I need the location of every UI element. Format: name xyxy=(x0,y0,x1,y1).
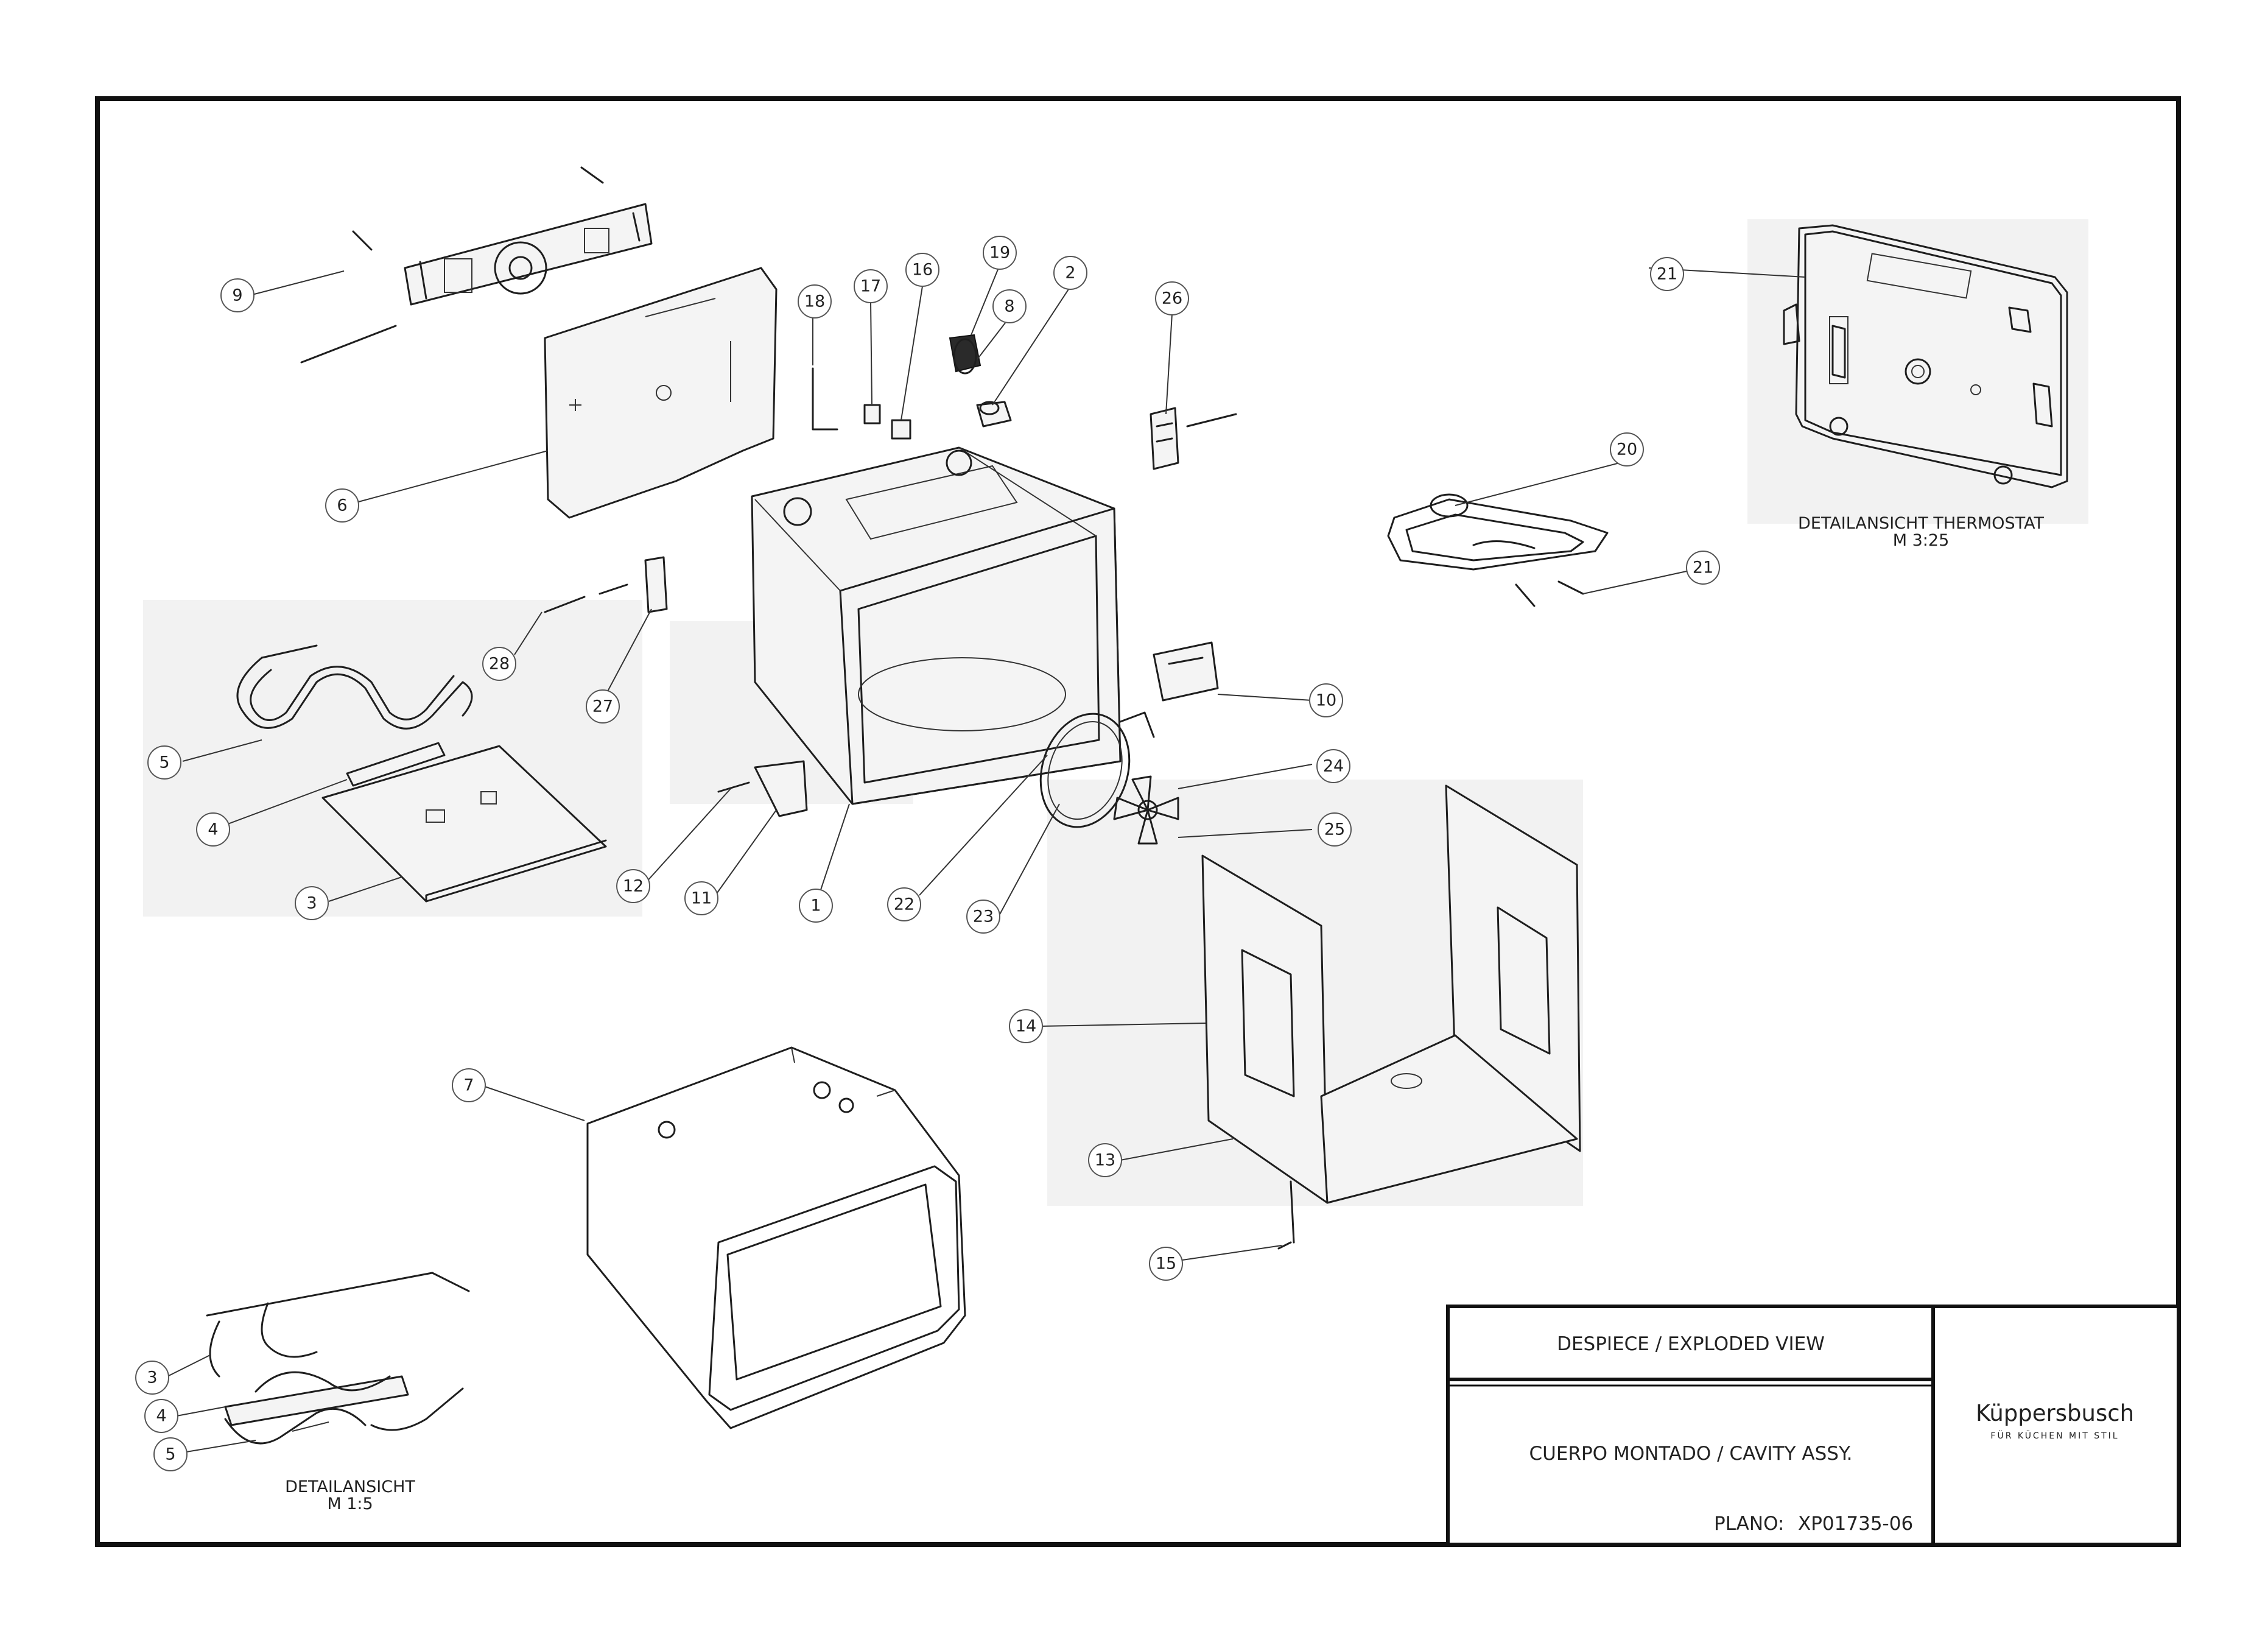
svg-text:21: 21 xyxy=(1693,558,1713,577)
svg-text:3: 3 xyxy=(147,1368,157,1387)
detail-thermostat-scale: M 3:25 xyxy=(1893,531,1950,550)
svg-text:25: 25 xyxy=(1324,820,1345,839)
callout-22: 22 xyxy=(887,887,921,921)
part-control-panel-bracket xyxy=(300,166,653,364)
svg-text:28: 28 xyxy=(489,655,510,674)
callout-2: 2 xyxy=(1053,256,1087,290)
part-terminal-block xyxy=(1153,641,1219,702)
svg-text:3: 3 xyxy=(306,894,317,913)
plan-label: PLANO: xyxy=(1714,1513,1784,1535)
svg-text:26: 26 xyxy=(1162,289,1182,308)
svg-text:19: 19 xyxy=(989,244,1010,262)
svg-text:4: 4 xyxy=(156,1407,166,1426)
part-bottom-plate xyxy=(321,745,607,903)
detail-heater-scale: M 1:5 xyxy=(327,1495,373,1513)
svg-text:16: 16 xyxy=(912,261,933,280)
svg-text:4: 4 xyxy=(208,820,218,839)
part-fan-bracket-left xyxy=(717,760,808,817)
detail-heater-drawing xyxy=(206,1272,470,1445)
brand-tagline: FÜR KÜCHEN MIT STIL xyxy=(1990,1430,2119,1441)
part-grill-element xyxy=(236,644,473,730)
callout-21-thermostat: 21 xyxy=(1650,257,1684,291)
part-oven-cavity xyxy=(751,446,1122,805)
callout-16: 16 xyxy=(905,253,939,287)
callout-1: 1 xyxy=(799,889,833,923)
svg-text:6: 6 xyxy=(337,496,347,515)
callout-18: 18 xyxy=(798,284,832,319)
callout-10: 10 xyxy=(1309,683,1343,717)
callout-24: 24 xyxy=(1316,749,1350,783)
callout-3-detail: 3 xyxy=(135,1361,169,1395)
callout-11: 11 xyxy=(684,881,718,915)
svg-text:11: 11 xyxy=(691,889,712,908)
part-sensor xyxy=(976,401,1012,428)
callout-20: 20 xyxy=(1610,432,1644,467)
callout-6: 6 xyxy=(325,488,359,523)
detail-thermostat-drawing xyxy=(1783,224,2068,488)
part-hinge-bracket xyxy=(1150,407,1237,470)
title-block: DESPIECE / EXPLODED VIEW CUERPO MONTADO … xyxy=(1446,1305,2180,1546)
part-outer-casing xyxy=(586,1046,966,1429)
part-outer-frame xyxy=(1201,784,1581,1250)
callout-9: 9 xyxy=(220,278,255,312)
svg-text:7: 7 xyxy=(463,1076,474,1095)
view-title: DESPIECE / EXPLODED VIEW xyxy=(1557,1333,1825,1355)
svg-text:5: 5 xyxy=(159,753,169,772)
callout-23: 23 xyxy=(966,900,1000,934)
callout-26: 26 xyxy=(1155,281,1189,315)
callout-27: 27 xyxy=(586,689,620,724)
svg-text:8: 8 xyxy=(1004,297,1014,316)
callout-15: 15 xyxy=(1149,1247,1183,1281)
svg-text:18: 18 xyxy=(804,292,825,311)
callout-7: 7 xyxy=(452,1068,486,1102)
callout-12: 12 xyxy=(616,869,650,903)
svg-text:5: 5 xyxy=(165,1445,175,1464)
plan-number: XP01735-06 xyxy=(1798,1513,1913,1535)
callout-21-heater: 21 xyxy=(1686,551,1720,585)
svg-text:22: 22 xyxy=(894,895,915,914)
part-back-panel xyxy=(544,267,778,519)
svg-text:2: 2 xyxy=(1065,264,1075,283)
svg-text:24: 24 xyxy=(1323,757,1344,776)
svg-text:13: 13 xyxy=(1095,1151,1115,1170)
drawing-frame xyxy=(95,96,2181,1547)
svg-text:21: 21 xyxy=(1657,265,1677,284)
callout-4-detail: 4 xyxy=(144,1399,178,1433)
svg-text:27: 27 xyxy=(592,697,613,716)
part-door-switch xyxy=(544,556,668,613)
part-lamp-holder xyxy=(949,334,981,375)
callout-14: 14 xyxy=(1009,1009,1043,1043)
brand-logo: Küppersbusch xyxy=(1976,1400,2134,1426)
svg-text:1: 1 xyxy=(810,896,821,915)
callout-13: 13 xyxy=(1088,1143,1122,1177)
callout-28: 28 xyxy=(482,647,516,681)
svg-text:14: 14 xyxy=(1016,1017,1036,1036)
part-element-bracket xyxy=(346,742,446,787)
svg-text:20: 20 xyxy=(1617,440,1637,459)
part-top-heater xyxy=(1387,493,1609,607)
part-ring-heater xyxy=(1039,711,1155,828)
callout-5: 5 xyxy=(147,745,181,780)
detail-heater-title: DETAILANSICHT xyxy=(285,1477,415,1496)
svg-text:10: 10 xyxy=(1316,691,1336,710)
svg-text:12: 12 xyxy=(623,877,644,896)
part-fan-blade xyxy=(1113,775,1179,845)
svg-text:23: 23 xyxy=(973,907,994,926)
svg-text:9: 9 xyxy=(232,286,242,305)
callout-5-detail: 5 xyxy=(153,1437,188,1471)
callout-3: 3 xyxy=(295,886,329,920)
callout-4: 4 xyxy=(196,812,230,847)
svg-text:17: 17 xyxy=(860,277,881,296)
callout-25: 25 xyxy=(1318,812,1352,847)
assembly-title: CUERPO MONTADO / CAVITY ASSY. xyxy=(1529,1443,1853,1465)
callout-8: 8 xyxy=(992,289,1027,323)
svg-text:15: 15 xyxy=(1156,1255,1176,1273)
part-small-clips xyxy=(812,367,911,440)
detail-thermostat-title: DETAILANSICHT THERMOSTAT xyxy=(1798,514,2044,533)
callout-17: 17 xyxy=(854,269,888,303)
leader-lines xyxy=(167,267,1806,1453)
callout-19: 19 xyxy=(983,236,1017,270)
